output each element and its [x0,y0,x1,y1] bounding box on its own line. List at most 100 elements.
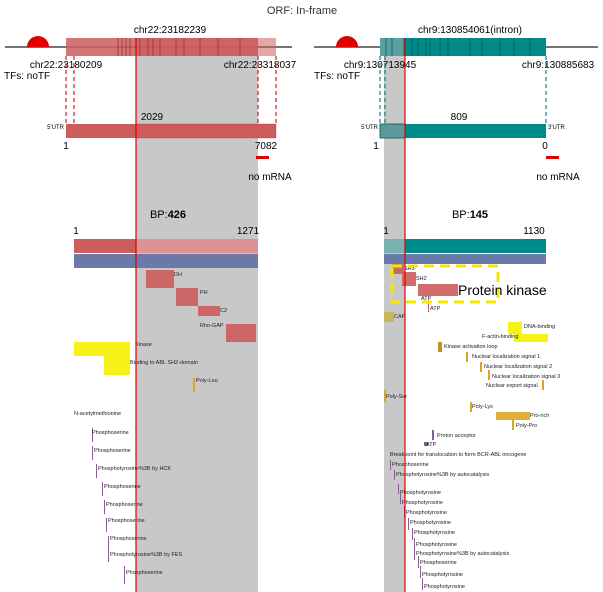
gene-a-protein-shade [136,239,258,253]
protein-kinase-label: Protein kinase [458,282,547,298]
gene-a-genomic-bar-right [136,38,276,56]
gene-b-shade [384,38,405,592]
feature-mark [438,342,442,352]
gene-a-exon-ticks [117,38,241,56]
gene-a-tx-start: 1 [63,141,69,152]
feature-mark [92,446,93,460]
feature-label: Poly-Leu [196,378,218,384]
feature-label: Rho-GAP [200,323,224,329]
feature-mark [424,442,428,446]
gene-b-transcript-bar [380,124,546,138]
gene-a-bp-label: BP:426 [150,209,186,221]
feature-label: Phosphotyrosine [406,510,447,516]
feature-mark [226,324,256,342]
gene-a-tx-end: 7082 [255,141,278,152]
gene-a-mrna-label: no mRNA [248,172,292,183]
feature-mark [198,306,220,316]
protein-kinase-highlight [390,264,500,304]
feature-label: Nuclear localization signal 3 [492,374,560,380]
feature-mark [390,460,391,470]
feature-mark [92,428,93,442]
gene-b-utr5-label: 5'UTR [361,125,378,131]
gene-a-tf-label: TFs: noTF [4,71,50,82]
feature-label: DNA-binding [524,324,555,330]
feature-mark [124,566,125,584]
feature-label: Phosphoserine [392,462,429,468]
feature-label: Poly-Lys [472,404,493,410]
feature-label: Phosphoserine [110,536,147,542]
feature-mark [108,536,109,548]
feature-label: Phosphotyrosine%3B by autocatalysis [416,551,509,557]
mapping-lines [65,56,547,125]
feature-label: Breakpoint for translocation to form BCR… [390,452,526,458]
feature-mark [104,500,105,514]
feature-mark [470,402,472,412]
gene-b-promoter-icon [336,36,358,47]
feature-mark [412,528,413,540]
feature-mark [96,464,97,478]
gene-b-mrna-label: no mRNA [536,172,580,183]
gene-b-tf-label: TFs: noTF [314,71,360,82]
gene-b-protein-end: 1130 [523,226,545,237]
feature-label: Phosphoserine [104,484,141,490]
feature-mark [400,494,401,504]
feature-mark [418,556,419,568]
feature-mark [193,378,195,392]
feature-label: Phosphotyrosine [424,584,465,590]
gene-a-domain-track [74,254,258,268]
feature-label: Phosphoserine [420,560,457,566]
feature-label: Phosphotyrosine [410,520,451,526]
feature-label: ATP [430,306,441,312]
feature-mark [420,566,421,578]
feature-mark [106,518,107,532]
feature-mark [418,284,458,296]
feature-label: PH [200,290,208,296]
feature-mark [384,390,386,402]
feature-mark [496,412,530,420]
feature-label: Nuclear localization signal 2 [484,364,552,370]
gene-b-genomic-bar [380,38,546,56]
feature-label: Phosphoserine [94,448,131,454]
feature-label: Phosphotyrosine [416,542,457,548]
feature-mark [392,264,404,274]
gene-b-end-label: chr9:130885683 [522,60,595,71]
feature-label: ATP [421,296,432,302]
feature-mark [432,430,434,440]
feature-label: DH [174,272,182,278]
feature-mark [414,548,415,560]
feature-label: Binding to ABL SH2-domain [130,360,198,366]
feature-label: Phosphoserine [106,502,143,508]
feature-label: Phosphotyrosine [422,572,463,578]
feature-label: Phosphotyrosine [402,500,443,506]
gene-b-protein-shade [384,239,405,253]
gene-a-promoter-icon [27,36,49,47]
feature-mark [480,362,482,372]
gene-a-utr5-label: 5'UTR [47,125,64,131]
gene-b-domain-track [384,254,546,264]
feature-label: Phosphoserine [126,570,163,576]
feature-label: C2 [220,308,227,314]
feature-label: Nuclear localization signal 1 [472,354,540,360]
gene-b-protein-start: 1 [383,226,389,237]
feature-label: F-actin-binding [482,334,518,340]
feature-label: Phosphoserine [108,518,145,524]
feature-mark [384,312,394,322]
feature-label: N-acetylmethionine [74,411,121,417]
feature-mark [422,578,423,590]
feature-label: Nuclear export signal [486,383,538,389]
feature-label: Phosphoserine [92,430,129,436]
gene-a-protein-end: 1271 [237,226,260,237]
gene-b-protein-bar [384,239,546,253]
gene-b-transcript-length: 809 [451,112,468,123]
feature-mark [176,288,198,306]
feature-mark [466,352,468,362]
gene-a-transcript-shade [135,123,277,139]
feature-mark [414,538,415,548]
feature-mark [394,470,395,480]
feature-mark [408,518,409,530]
gene-b-breakpoint-label: chr9:130854061(intron) [418,25,522,36]
feature-label: CAP [394,314,406,320]
diagram-title: ORF: In-frame [267,5,337,17]
